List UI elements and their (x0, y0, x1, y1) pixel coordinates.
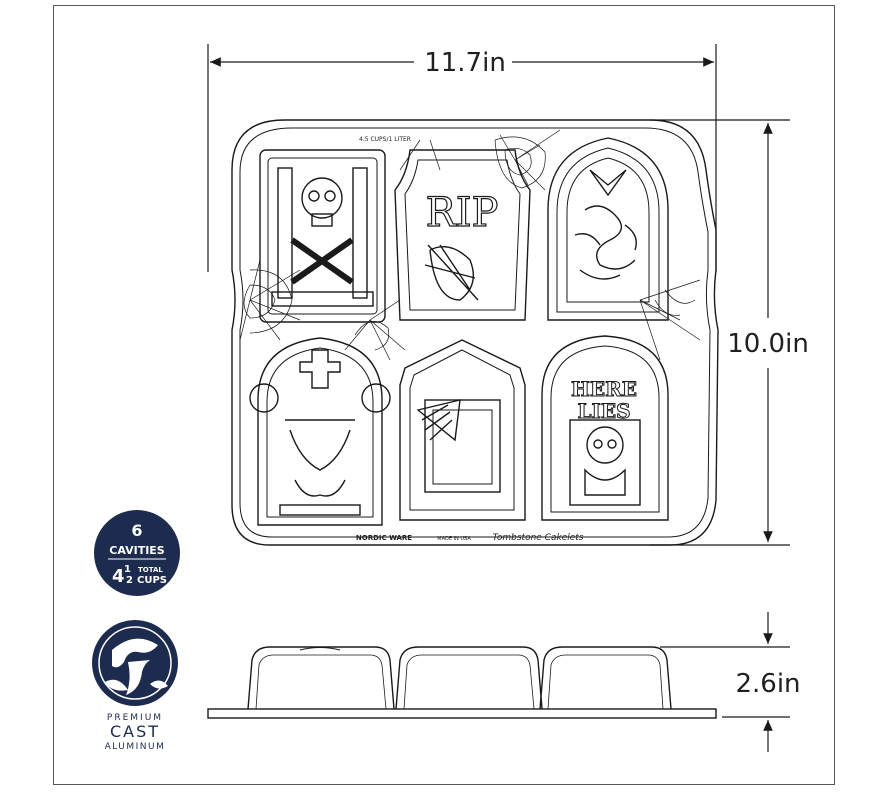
cavity-cross (249, 337, 391, 526)
depth-label: 10.0in (727, 329, 809, 359)
cavities-label: CAVITIES (109, 544, 165, 557)
height-label: 2.6in (735, 669, 800, 699)
volume-cups: CUPS (137, 575, 167, 586)
pan-side-view (207, 646, 717, 719)
volume-whole: 4 (112, 566, 125, 587)
cavity-worms (547, 137, 669, 321)
volume-total: TOTAL (138, 566, 163, 574)
material-line3: ALUMINUM (105, 742, 166, 752)
material-line1: PREMIUM (107, 713, 163, 723)
rip-text: RIP (426, 190, 499, 236)
diagram-frame (53, 5, 835, 785)
aluminum-badge (92, 620, 178, 706)
cavity-here-lies (541, 335, 669, 521)
cavity-gate (399, 339, 526, 521)
material-line2: CAST (110, 722, 160, 741)
brand-marking: NORDIC WARE (356, 534, 412, 542)
cobweb-decor (239, 129, 701, 361)
cavities-badge (94, 510, 180, 596)
origin-marking: MADE IN USA (437, 536, 471, 542)
here-text: HERE (571, 377, 637, 401)
cavities-count: 6 (131, 521, 142, 540)
volume-fraction-den: 2 (126, 575, 133, 586)
product-marking: Tombstone Cakelets (492, 533, 583, 543)
pan-top-view: RIP (231, 119, 719, 546)
cavity-rip (394, 149, 531, 321)
lies-text: LIES (577, 399, 630, 423)
volume-fraction-num: 1 (124, 564, 131, 575)
height-dimension (660, 612, 790, 752)
pour-icon (105, 638, 168, 695)
capacity-marking: 4.5 CUPS/1 LITER (359, 136, 411, 143)
cavity-skull-pillar (259, 149, 386, 323)
width-label: 11.7in (424, 48, 506, 78)
